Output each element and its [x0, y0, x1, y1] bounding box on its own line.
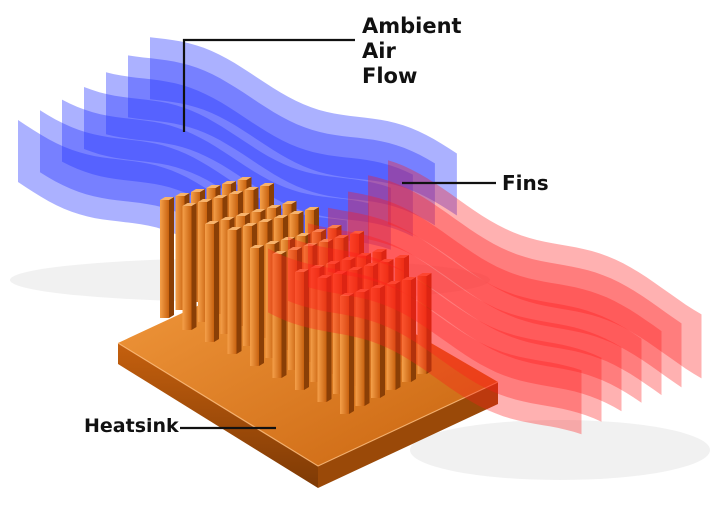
warm-air-flow — [268, 160, 702, 435]
fin-pin — [295, 269, 309, 390]
fin-pin — [182, 203, 197, 330]
leader-lines — [180, 38, 496, 430]
fin-pin — [355, 289, 370, 406]
warm-air-layer — [308, 223, 622, 412]
fin-pin — [272, 251, 287, 378]
warm-air-layer — [348, 191, 662, 396]
warm-air-layer — [388, 160, 702, 379]
warm-air-layer — [368, 175, 682, 388]
warm-air-layer — [288, 236, 602, 422]
fins-label: Fins — [502, 171, 549, 195]
fin-pin — [250, 245, 264, 366]
fin-pin — [317, 275, 332, 402]
cool-air-layer — [150, 37, 457, 216]
air-flow-label-line-2: Air — [362, 39, 396, 64]
fin-pin — [227, 227, 242, 354]
fin-pin — [402, 277, 416, 382]
fin-pin — [386, 281, 401, 390]
cool-air-layer — [106, 72, 413, 237]
warm-air-layer — [328, 207, 642, 403]
air-flow-label-line-3: Flow — [362, 64, 418, 89]
air-flow-label-line-1: Ambient — [362, 14, 462, 38]
heatsink-fins — [160, 177, 432, 414]
fin-pin — [371, 285, 385, 398]
ambient-air-flow-label: Ambient Air Flow — [362, 14, 472, 90]
heatsink-label: Heatsink — [84, 415, 179, 437]
air-flow-leader-line — [182, 38, 355, 132]
fin-pin — [205, 221, 219, 342]
warm-air-layer — [268, 248, 582, 435]
fin-pin — [160, 197, 174, 318]
cool-air-layer — [128, 55, 435, 226]
fin-pin — [340, 293, 354, 414]
fin-pin — [417, 273, 432, 374]
